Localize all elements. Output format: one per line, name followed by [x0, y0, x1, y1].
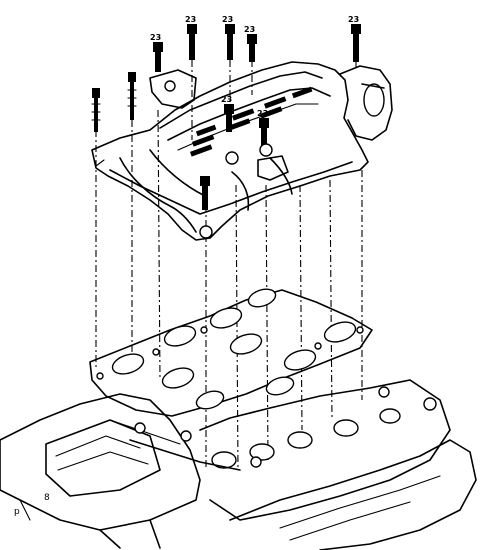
- corner-label-left: p: [14, 507, 20, 517]
- bolt-stud-3: [225, 24, 235, 60]
- bolt-stud-2: [187, 24, 197, 60]
- bolt-center-1: [224, 104, 234, 132]
- corner-label-mid: 8: [44, 493, 50, 503]
- bolt-stud-5: [351, 24, 361, 62]
- bolt-stud-4: [247, 34, 257, 62]
- upper-intake-manifold: [91, 61, 393, 241]
- alignment-lines: [95, 60, 363, 471]
- callout-bolt-b: 23: [185, 15, 196, 24]
- bolt-long-left-2: [127, 72, 137, 120]
- callout-bolt-d: 23: [244, 25, 255, 34]
- manifold-ribs: [189, 86, 313, 157]
- bolts: [91, 24, 361, 210]
- bolt-center-2: [259, 118, 269, 146]
- engine-block-lower: [0, 379, 477, 550]
- callout-bolt-c: 23: [222, 15, 233, 24]
- callout-bolt-f: 23: [221, 95, 232, 104]
- bolt-stud-1: [153, 42, 163, 72]
- intake-gasket: [89, 288, 373, 417]
- bolt-center-3: [200, 176, 210, 210]
- callout-bolt-a: 23: [150, 33, 161, 42]
- bolt-long-left-1: [91, 88, 101, 132]
- callout-bolt-e: 23: [348, 15, 359, 24]
